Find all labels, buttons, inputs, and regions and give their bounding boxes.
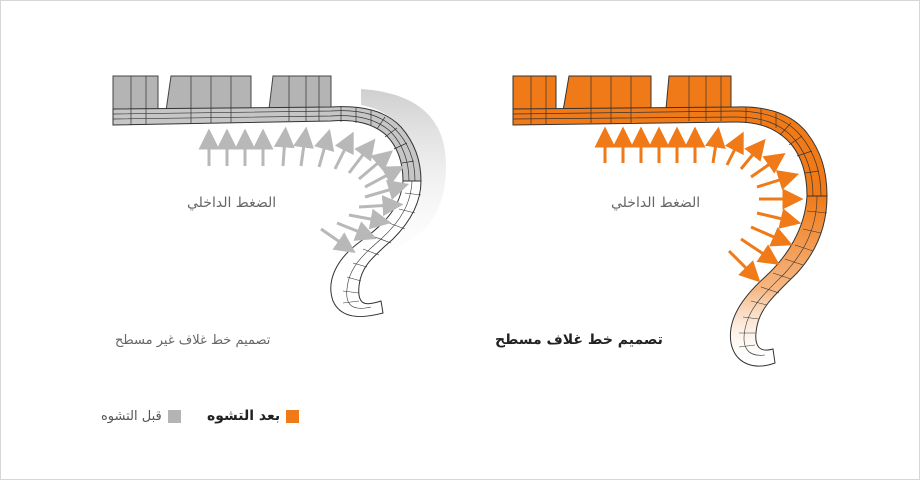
right-sidewall — [729, 195, 828, 367]
left-deformed-shadow — [326, 89, 446, 286]
legend-before-swatch — [167, 410, 181, 423]
right-tire-section — [512, 75, 828, 367]
legend-after-label: بعد التشوه — [207, 408, 281, 424]
legend-after: بعد التشوه — [207, 408, 300, 424]
left-crown — [112, 106, 422, 182]
right-pressure-label: الضغط الداخلي — [611, 195, 701, 211]
left-tire-section — [112, 75, 446, 318]
right-pressure-arrows — [594, 126, 804, 283]
right-tread-blocks — [512, 75, 732, 112]
right-crown — [512, 106, 828, 197]
left-pressure-arrows — [198, 126, 410, 253]
legend-after-swatch — [286, 409, 300, 423]
left-mesh — [112, 76, 416, 182]
right-caption: تصميم خط غلاف مسطح — [495, 332, 663, 348]
legend-before-label: قبل التشوه — [101, 409, 162, 424]
legend-before: قبل التشوه — [101, 409, 181, 424]
left-sidewall — [330, 180, 422, 318]
left-pressure-label: الضغط الداخلي — [187, 195, 277, 211]
left-caption: تصميم خط غلاف غير مسطح — [115, 333, 271, 348]
right-mesh — [512, 76, 822, 197]
